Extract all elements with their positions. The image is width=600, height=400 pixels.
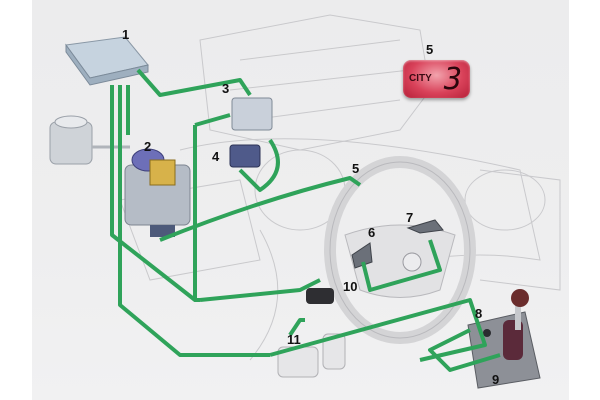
ecu-box — [65, 36, 149, 86]
sensor-4 — [229, 144, 261, 168]
paddle-7 — [406, 219, 444, 234]
gear-display: CITY 3 — [403, 60, 470, 98]
callout-1: 1 — [122, 27, 130, 42]
paddle-6 — [351, 242, 373, 269]
callout-4: 4 — [212, 149, 220, 164]
callout-5-display: 5 — [426, 42, 434, 57]
display-mode-text: CITY — [409, 73, 432, 84]
callout-6: 6 — [368, 225, 376, 240]
callout-11: 11 — [287, 332, 301, 347]
callout-9: 9 — [492, 372, 500, 387]
callout-10: 10 — [343, 279, 358, 294]
callout-8: 8 — [475, 306, 483, 321]
gear-console — [467, 289, 541, 389]
wiring-harness — [110, 68, 501, 372]
accelerator-pedal — [322, 333, 346, 370]
steering-wheel — [324, 156, 476, 344]
diagram-artwork — [49, 14, 561, 389]
callout-7: 7 — [406, 210, 414, 225]
ignition-switch — [306, 288, 334, 304]
connector-3 — [231, 97, 273, 131]
callout-3: 3 — [222, 81, 230, 96]
fluid-reservoir — [49, 115, 130, 165]
hydraulic-unit — [124, 148, 191, 237]
callout-5-dash: 5 — [352, 161, 360, 176]
callout-2: 2 — [144, 139, 152, 154]
vehicle-outline — [119, 14, 561, 361]
diagram-canvas: 1 2 3 4 5 5 6 7 8 9 10 11 CITY 3 — [32, 0, 569, 400]
display-gear-value: 3 — [443, 62, 462, 97]
